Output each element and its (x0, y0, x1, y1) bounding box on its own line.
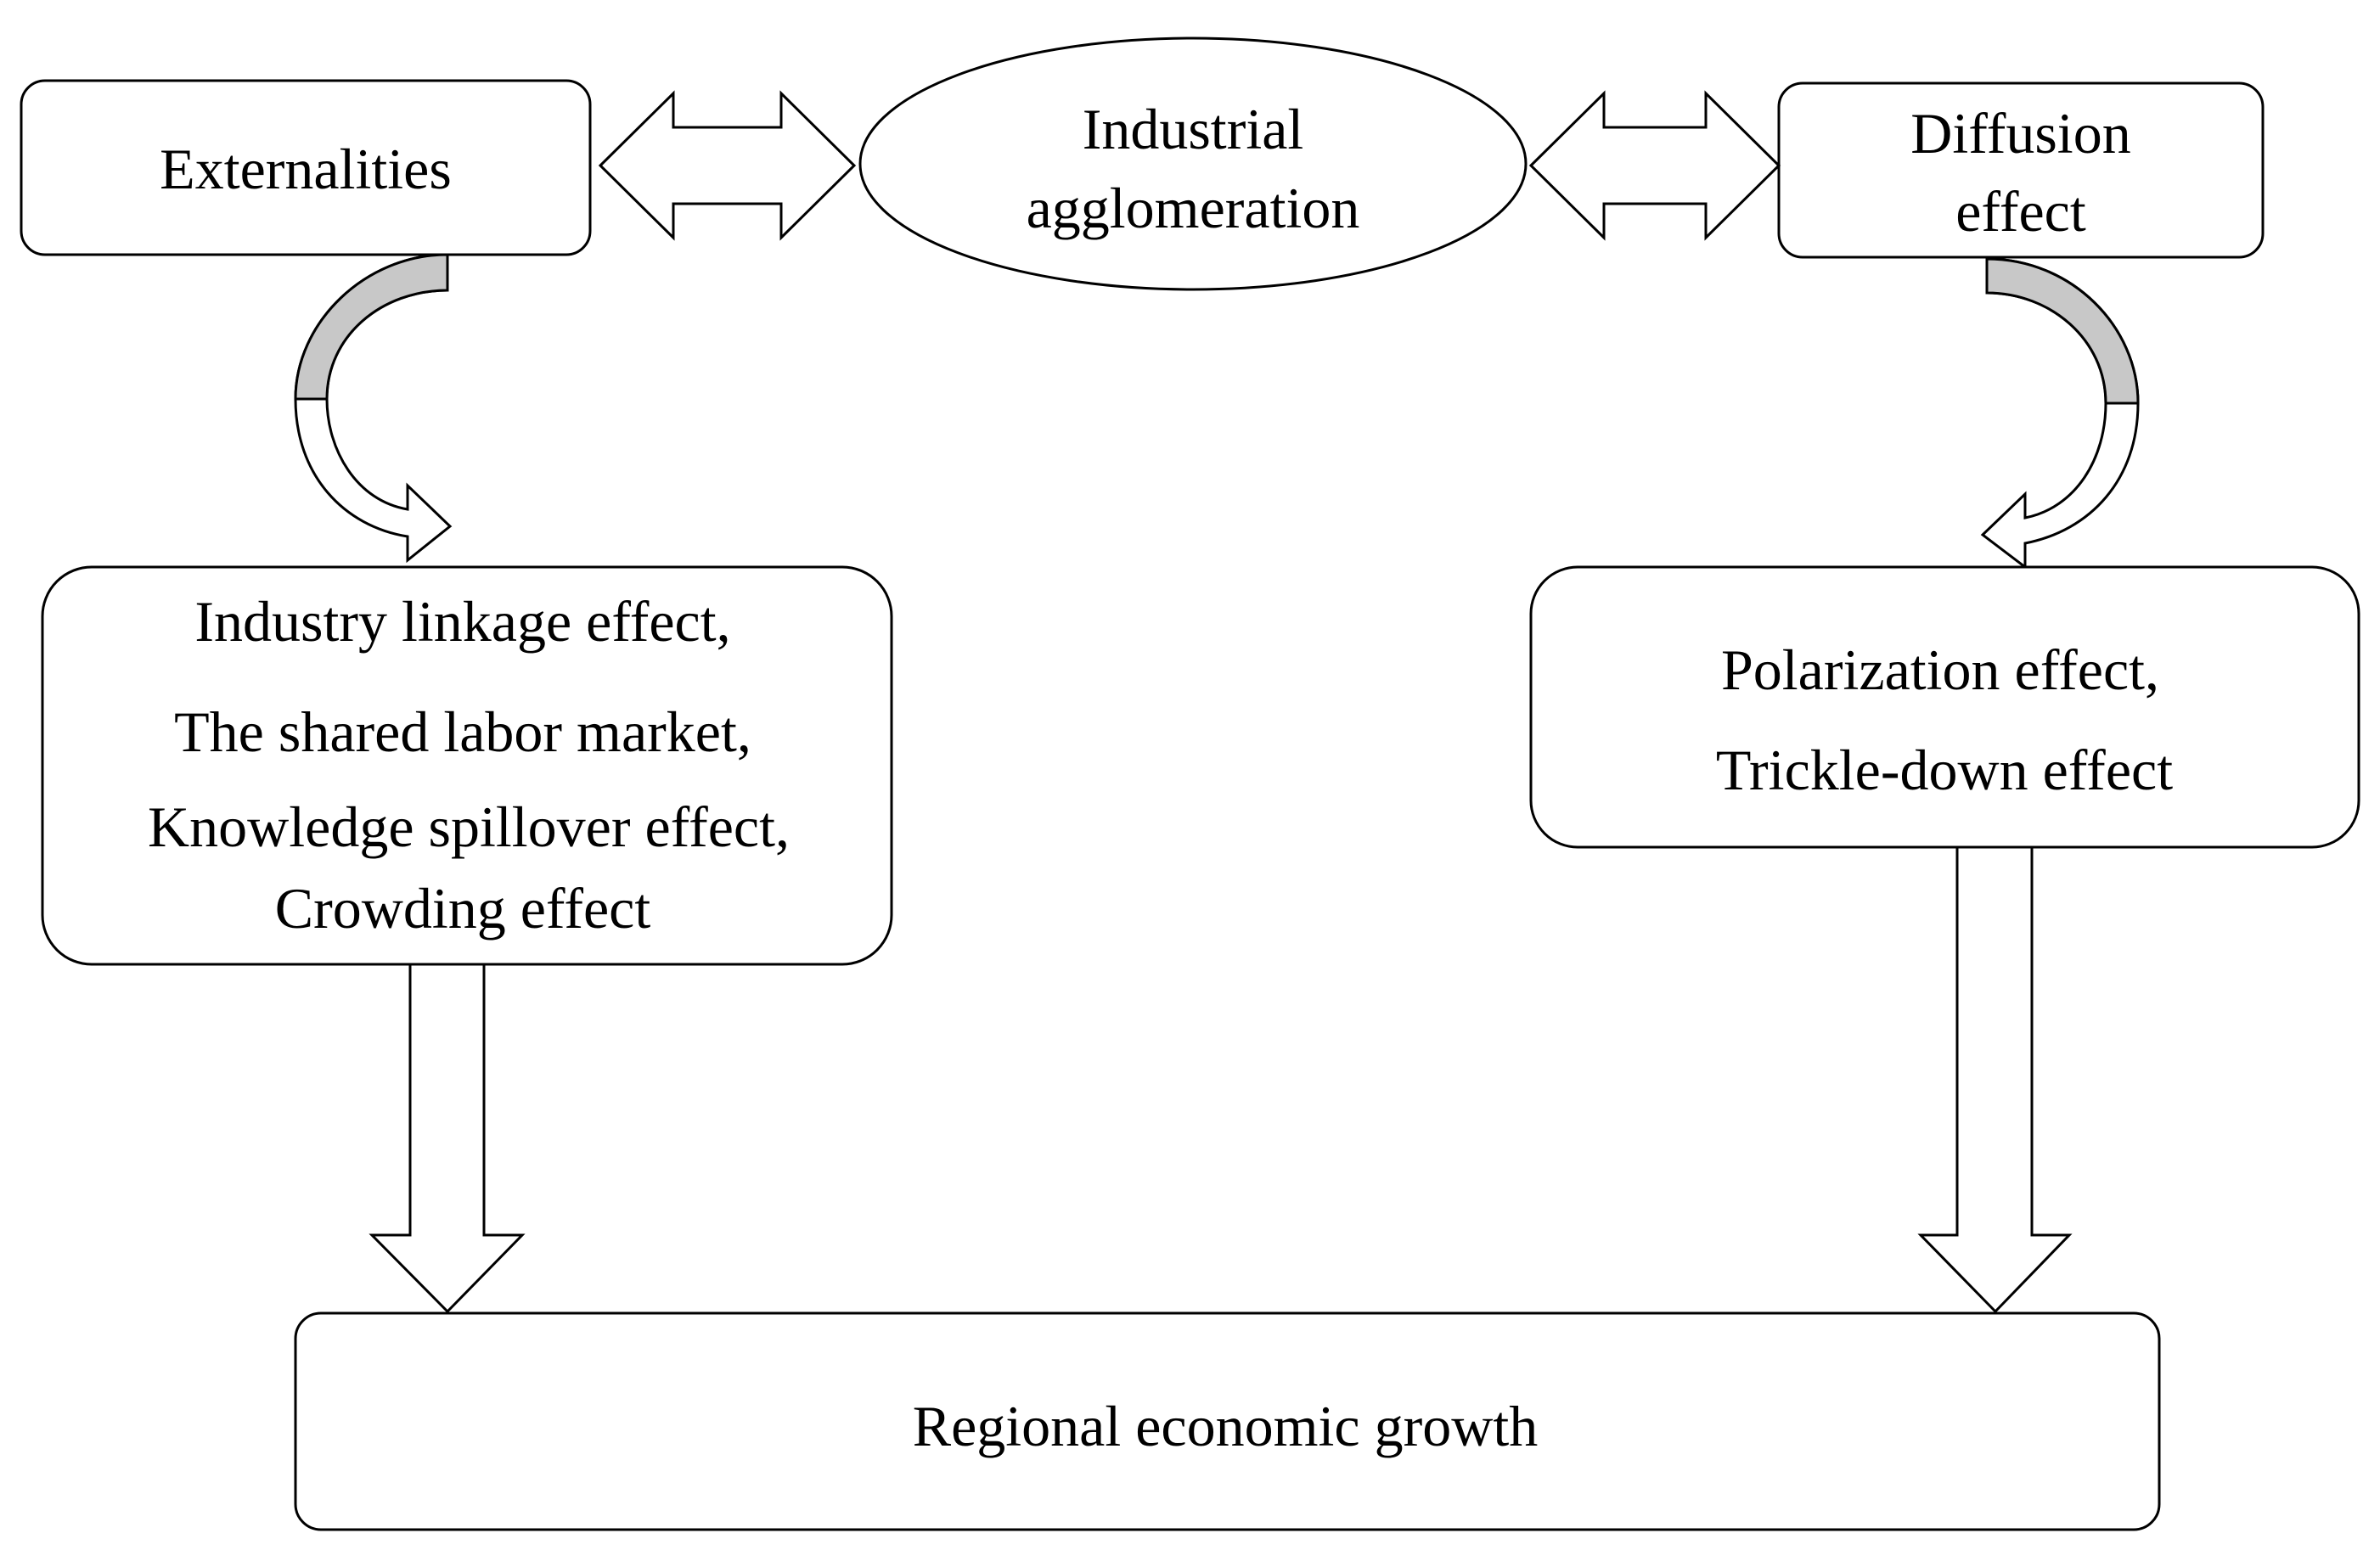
double-arrow-right (1528, 90, 1781, 241)
regional-growth-node: Regional economic growth (294, 1311, 2161, 1531)
diffusion-effects-line1: Polarization effect, (1721, 637, 2159, 702)
down-arrow-left (369, 963, 526, 1314)
diffusion-effects-line2: Trickle-down effect (1716, 738, 2173, 802)
diffusion-effect-node: Diffusion effect (1777, 81, 2265, 259)
curved-arrow-right (1980, 257, 2140, 570)
externalities-node: Externalities (20, 79, 592, 256)
externality-effects-line2: The shared labor market, (174, 699, 751, 764)
curved-arrow-left (294, 253, 453, 564)
down-arrow-right (1917, 845, 2073, 1314)
regional-growth-label: Regional economic growth (913, 1394, 1538, 1458)
double-arrow-left (598, 90, 857, 241)
curved-arrow-left-shade (294, 253, 449, 401)
industrial-agglomeration-node: Industrial agglomeration (858, 37, 1528, 291)
externality-effects-line4: Crowding effect (275, 876, 651, 941)
industrial-agglomeration-label-line1: Industrial (1083, 97, 1304, 161)
curved-arrow-right-shade (1985, 257, 2140, 405)
externality-effects-line1: Industry linkage effect, (194, 589, 730, 654)
externalities-label: Externalities (160, 137, 452, 201)
diffusion-effects-node: Polarization effect, Trickle-down effect (1529, 565, 2360, 849)
diffusion-effect-label-line2: effect (1955, 179, 2086, 244)
diffusion-effect-label-line1: Diffusion (1910, 101, 2130, 166)
industrial-agglomeration-label-line2: agglomeration (1027, 176, 1360, 240)
externality-effects-node: Industry linkage effect, The shared labo… (41, 565, 893, 966)
externality-effects-line3: Knowledge spillover effect, (148, 795, 790, 859)
